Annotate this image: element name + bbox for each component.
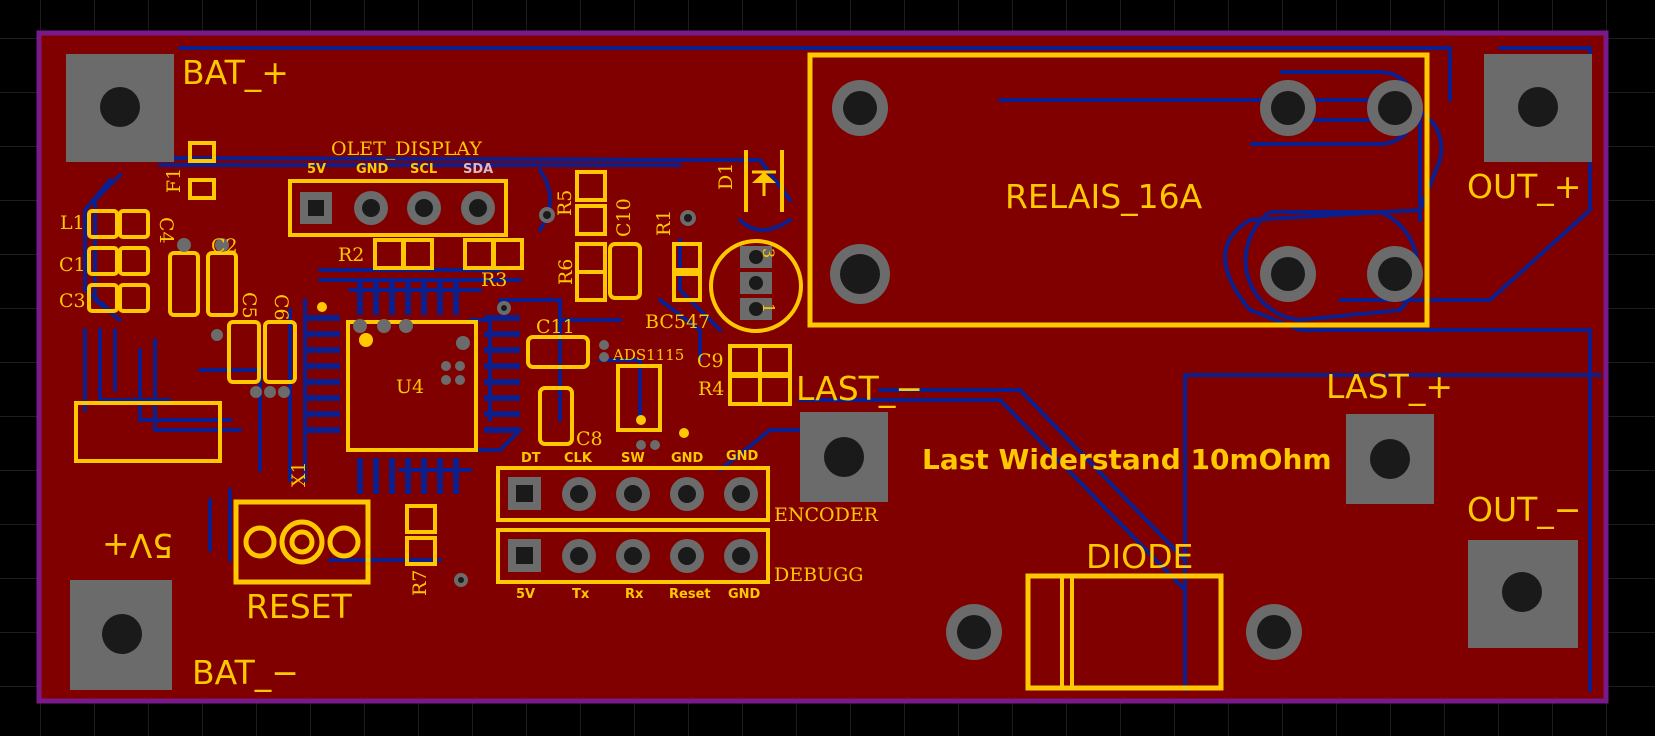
debug-header — [496, 528, 770, 584]
board-outline — [36, 30, 1609, 704]
encoder-header — [496, 466, 770, 522]
reset-switch — [233, 499, 371, 585]
passive-footprints — [74, 141, 792, 566]
mcu-footprint — [305, 280, 520, 494]
terminal-pads — [66, 54, 1592, 690]
diode-footprint — [946, 573, 1302, 691]
adc-footprint — [616, 364, 689, 438]
copper-traces — [83, 46, 1602, 692]
transistor-footprint — [709, 239, 803, 333]
relay-footprint — [807, 52, 1430, 328]
d1-footprint — [744, 150, 784, 212]
vias — [177, 207, 696, 587]
display-header — [288, 179, 508, 237]
